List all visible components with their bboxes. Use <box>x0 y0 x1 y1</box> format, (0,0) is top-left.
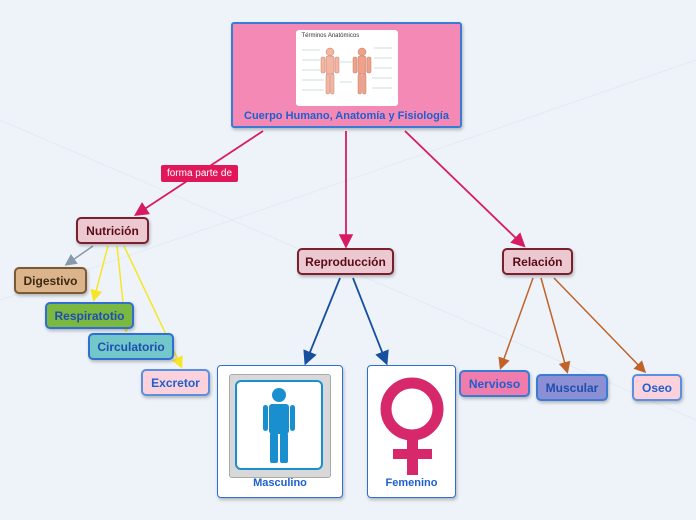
link-nutricion-respiratorio <box>90 245 109 302</box>
topic-relacion[interactable]: Relación <box>502 248 573 275</box>
anatomy-chart-image: Términos Anatómicos <box>295 30 398 106</box>
topic-respiratorio[interactable]: Respiratotio <box>45 302 134 329</box>
link-relacion-nervioso <box>498 277 534 370</box>
topic-digestivo[interactable]: Digestivo <box>14 267 87 294</box>
link-relacion-oseo <box>553 277 647 374</box>
root-title: Cuerpo Humano, Anatomía y Fisiología <box>244 110 449 122</box>
topic-masculino[interactable]: Masculino <box>217 365 343 498</box>
topic-femenino[interactable]: Femenino <box>367 365 456 498</box>
root-topic[interactable]: Términos Anatómicos <box>231 22 462 128</box>
topic-reproduccion[interactable]: Reproducción <box>297 248 394 275</box>
link-root-relacion <box>404 130 526 248</box>
relation-label: forma parte de <box>161 165 238 182</box>
topic-oseo[interactable]: Oseo <box>632 374 682 401</box>
femenino-label: Femenino <box>385 477 438 489</box>
topic-circulatorio[interactable]: Circulatorio <box>88 333 174 360</box>
link-reproduccion-masculino <box>303 277 341 366</box>
link-relacion-muscular <box>540 277 571 374</box>
masculino-label: Masculino <box>253 477 307 489</box>
link-reproduccion-femenino <box>352 277 389 366</box>
topic-excretor[interactable]: Excretor <box>141 369 210 396</box>
male-person-icon <box>229 374 331 478</box>
topic-muscular[interactable]: Muscular <box>536 374 608 401</box>
anatomy-caption: Términos Anatómicos <box>301 33 360 39</box>
topic-nutricion[interactable]: Nutrición <box>76 217 149 244</box>
topic-nervioso[interactable]: Nervioso <box>459 370 530 397</box>
link-nutricion-digestivo <box>64 245 94 266</box>
female-symbol-icon <box>380 377 444 475</box>
